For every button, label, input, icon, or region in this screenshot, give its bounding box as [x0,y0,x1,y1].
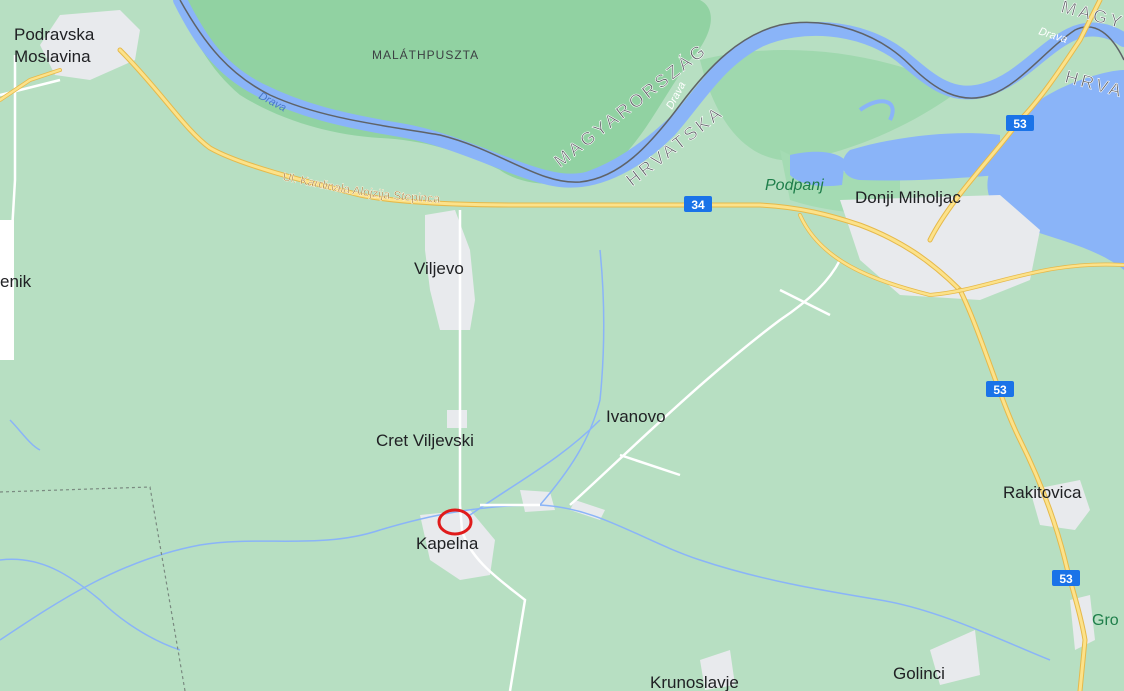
forest-area-north [180,0,711,185]
minor-roads [0,55,842,691]
place-label-malathpuszta: MALÁTHPUSZTA [372,47,479,62]
route-shield-53-south: 53 [1052,570,1080,586]
route-shield-34-bg [684,196,712,212]
route-shield-53-middle-label: 53 [993,383,1007,397]
route-shield-53-south-label: 53 [1059,572,1073,586]
route-shield-53-north: 53 [1006,115,1034,131]
place-label-golinci: Golinci [893,664,945,683]
forest-area-east [700,50,960,161]
place-label-podravska: Podravska [14,25,95,44]
cret-viljevski-area [447,410,467,428]
fishpond-small [790,151,845,187]
place-label-podpanj: Podpanj [765,177,824,194]
donji-miholjac-area [840,195,1040,300]
country-border [179,0,1124,183]
settlements [40,10,1095,690]
podravska-moslavina-area [40,10,140,80]
route-shield-53-middle-bg [986,381,1014,397]
route-shield-53-middle: 53 [986,381,1014,397]
place-label-cret-viljevski: Cret Viljevski [376,431,474,450]
county-border-dashed [0,486,186,691]
route-shield-34: 34 [684,196,712,212]
ivanovo-area [520,490,555,512]
route-shield-53-south-bg [1052,570,1080,586]
place-label-krunoslavje: Krunoslavje [650,673,739,691]
krunoslavje-area [700,650,735,690]
place-label-gro: Gro [1092,612,1119,629]
place-label-donji-miholjac: Donji Miholjac [855,188,961,207]
place-label-ivanovo: Ivanovo [606,407,666,426]
route-shield-53-north-label: 53 [1013,117,1027,131]
viljevo-area [425,210,475,330]
place-label-moslavina: Moslavina [14,47,91,66]
fishponds [842,133,1000,181]
place-label-kapelna: Kapelna [416,534,479,553]
place-label-viljevo: Viljevo [414,259,464,278]
golinci-area [930,630,980,685]
ivanovo-area-2 [570,500,605,520]
place-labels: Podravska Moslavina MALÁTHPUSZTA enik Vi… [0,25,1119,691]
drava-oxbow [858,99,895,121]
route-shield-53-north-bg [1006,115,1034,131]
red-circle-marker [437,508,473,536]
route-shield-34-label: 34 [691,198,705,212]
place-label-enik: enik [0,272,32,291]
place-label-rakitovica: Rakitovica [1003,483,1082,502]
kapelna-area [420,510,495,580]
